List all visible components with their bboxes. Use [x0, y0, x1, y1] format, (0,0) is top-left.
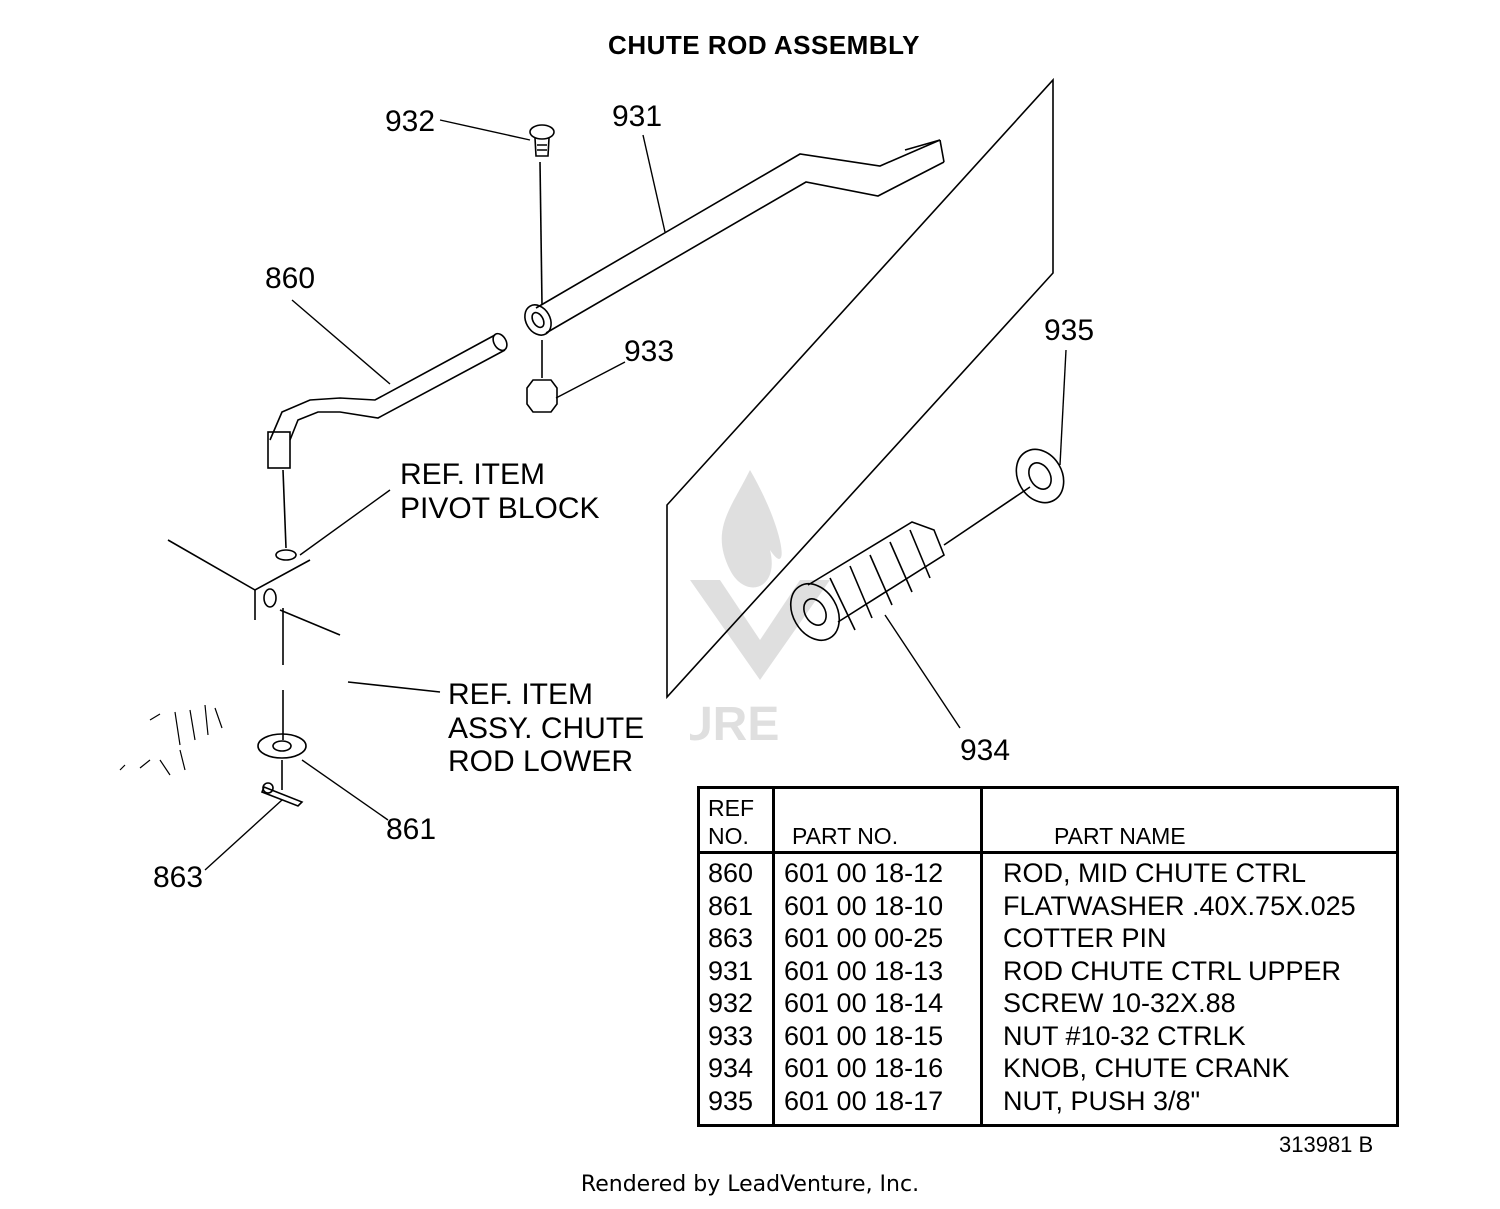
callout-863: 863	[153, 861, 203, 894]
pivot-block-reference	[167, 539, 441, 740]
table-row: 931 601 00 18-13 ROD CHUTE CTRL UPPER	[700, 955, 1396, 988]
table-row: 860 601 00 18-12 ROD, MID CHUTE CTRL	[700, 857, 1396, 890]
chute-rod-note-line2: ASSY. CHUTE	[448, 712, 644, 745]
cell-part-name: FLATWASHER .40X.75X.025	[1003, 890, 1356, 921]
chute-rod-note-line3: ROD LOWER	[448, 745, 633, 778]
cell-part-no: 601 00 18-17	[784, 1085, 944, 1116]
cell-part-no: 601 00 18-15	[784, 1020, 944, 1051]
cell-ref: 932	[708, 988, 754, 1018]
mid-rod-860	[267, 332, 508, 561]
pivot-block-note-line1: REF. ITEM	[400, 458, 545, 491]
cell-part-no: 601 00 18-12	[784, 858, 944, 888]
cell-ref: 861	[708, 890, 754, 921]
watermark-text: VENTURE	[690, 698, 779, 751]
cell-part-name: ROD, MID CHUTE CTRL	[1003, 858, 1306, 888]
cell-part-no: 601 00 00-25	[784, 923, 944, 953]
table-divider	[980, 789, 983, 1124]
cell-ref: 935	[708, 1085, 754, 1116]
flatwasher-861	[257, 733, 307, 790]
callout-932: 932	[385, 105, 435, 138]
callout-935: 935	[1044, 314, 1094, 347]
rendered-by-footer: Rendered by LeadVenture, Inc.	[580, 1172, 920, 1197]
cell-part-name: KNOB, CHUTE CRANK	[1003, 1053, 1290, 1083]
cell-part-no: 601 00 18-10	[784, 890, 944, 921]
parts-table: REF NO. PART NO. PART NAME 860 601 00 18…	[697, 786, 1399, 1127]
cell-ref: 863	[708, 923, 754, 953]
leader-863	[204, 799, 283, 871]
table-row: 934 601 00 18-16 KNOB, CHUTE CRANK	[700, 1052, 1396, 1085]
cell-ref: 934	[708, 1053, 754, 1083]
cell-part-no: 601 00 18-13	[784, 955, 944, 986]
table-header-rule	[700, 851, 1396, 854]
table-body: 860 601 00 18-12 ROD, MID CHUTE CTRL 861…	[700, 857, 1396, 1117]
push-nut-935	[1015, 448, 1065, 504]
cell-part-name: NUT #10-32 CTRLK	[1003, 1020, 1246, 1051]
leader-934	[884, 614, 961, 729]
table-divider	[772, 789, 775, 1124]
scribble-marks	[119, 704, 223, 776]
document-number: 313981 B	[1279, 1132, 1374, 1157]
callout-934: 934	[960, 734, 1010, 767]
leader-860	[291, 299, 391, 385]
cell-ref: 860	[708, 858, 754, 888]
callout-933: 933	[624, 335, 674, 368]
leadventure-watermark-logo: VENTURE	[690, 470, 830, 751]
cell-part-name: COTTER PIN	[1003, 923, 1167, 953]
cell-ref: 933	[708, 1020, 754, 1051]
callout-861: 861	[386, 813, 436, 846]
table-row: 933 601 00 18-15 NUT #10-32 CTRLK	[700, 1020, 1396, 1053]
screw-932	[529, 124, 555, 306]
header-part-no: PART NO.	[792, 823, 899, 849]
table-row: 861 601 00 18-10 FLATWASHER .40X.75X.025	[700, 890, 1396, 923]
table-row: 863 601 00 00-25 COTTER PIN	[700, 922, 1396, 955]
chute-rod-note-line1: REF. ITEM	[448, 678, 593, 711]
table-row: 935 601 00 18-17 NUT, PUSH 3/8"	[700, 1085, 1396, 1118]
cell-part-name: SCREW 10-32X.88	[1003, 988, 1236, 1018]
diagram-title: CHUTE ROD ASSEMBLY	[608, 30, 920, 60]
header-ref-line1: REF	[708, 795, 754, 821]
knob-934	[789, 486, 1031, 642]
cell-part-no: 601 00 18-16	[784, 1053, 944, 1083]
cell-ref: 931	[708, 955, 754, 986]
table-row: 932 601 00 18-14 SCREW 10-32X.88	[700, 987, 1396, 1020]
header-ref-line2: NO.	[708, 823, 749, 849]
cotter-pin-863	[260, 782, 304, 807]
callout-931: 931	[612, 100, 662, 133]
pivot-block-note-line2: PIVOT BLOCK	[400, 492, 600, 525]
cell-part-no: 601 00 18-14	[784, 988, 944, 1018]
cell-part-name: NUT, PUSH 3/8"	[1003, 1085, 1201, 1116]
leader-935	[1059, 349, 1067, 466]
leader-861	[301, 759, 389, 821]
leader-932	[439, 119, 531, 141]
nut-933	[526, 340, 558, 413]
upper-rod-931	[524, 139, 945, 336]
knob-panel-outline	[666, 77, 1054, 700]
leader-931	[642, 134, 666, 233]
callout-860: 860	[265, 262, 315, 295]
leader-933	[555, 361, 626, 399]
cell-part-name: ROD CHUTE CTRL UPPER	[1003, 955, 1342, 986]
header-part-name: PART NAME	[1054, 823, 1186, 849]
leader-pivot-block	[299, 489, 391, 556]
